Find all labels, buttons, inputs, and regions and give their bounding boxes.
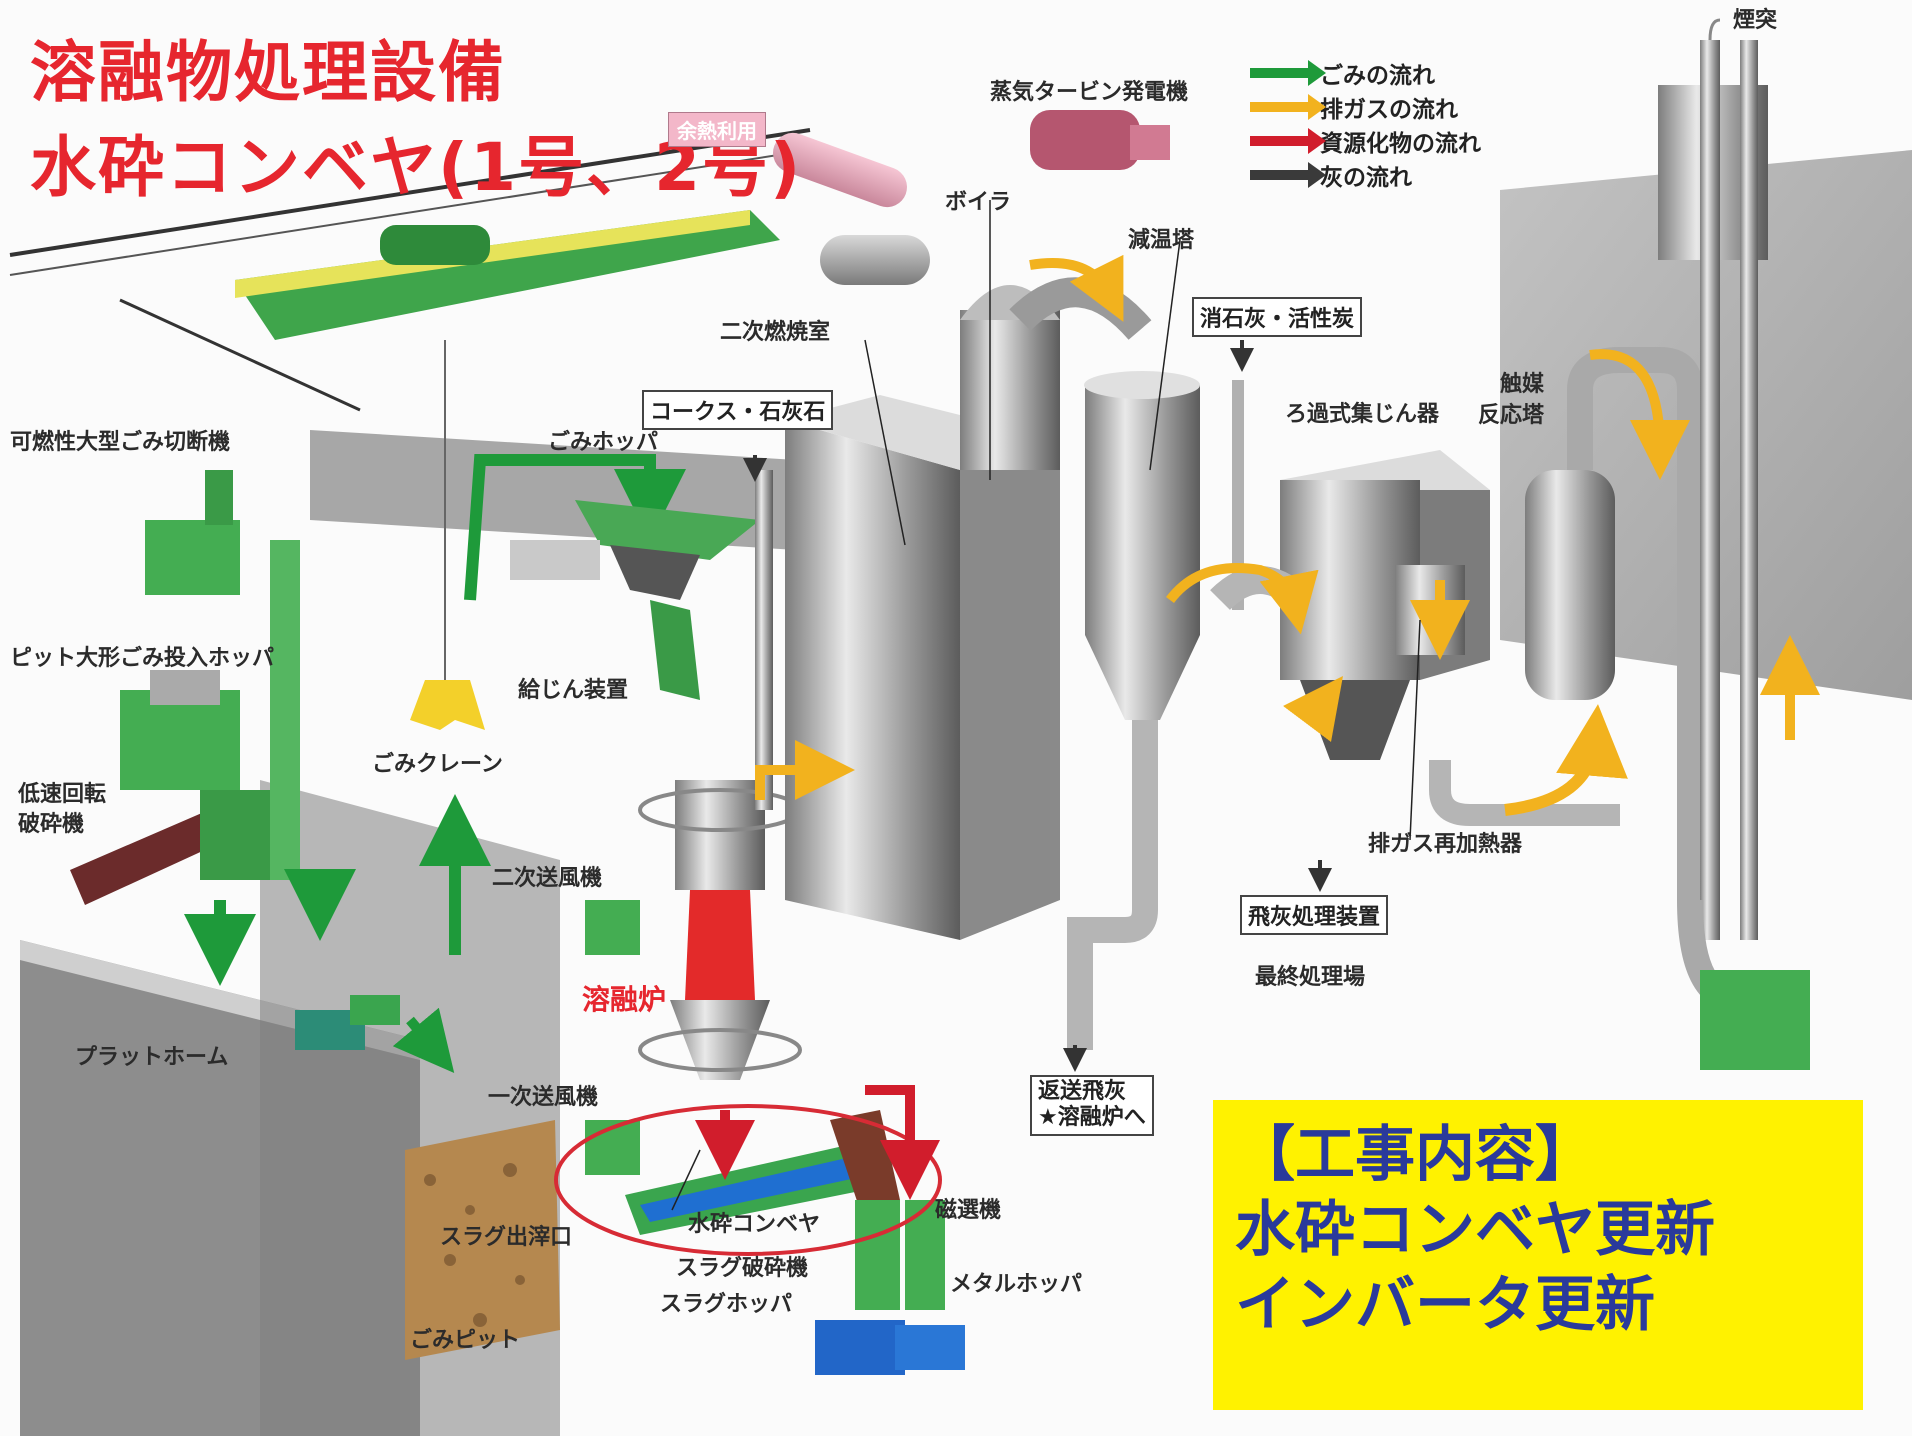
notice-line-2: インバータ更新 <box>1235 1270 1655 1340</box>
highlight-ellipse <box>554 1104 942 1256</box>
slag-truck <box>815 1320 905 1375</box>
cooling-tower <box>1085 385 1200 635</box>
gray-arrow-icon <box>1250 162 1326 188</box>
notice-line-1: 水砕コンベヤ更新 <box>1235 1195 1715 1265</box>
return-fly-ash-label: 返送飛灰★溶融炉へ <box>1030 1075 1154 1136</box>
legend-item-resource: 資源化物の流れ <box>1250 124 1481 158</box>
notice-heading: 【工事内容】 <box>1235 1120 1595 1190</box>
legend: ごみの流れ 排ガスの流れ 資源化物の流れ 灰の流れ <box>1250 56 1481 192</box>
slaked-lime-label: 消石灰・活性炭 <box>1192 297 1363 337</box>
metal-hopper-label: メタルホッパ <box>950 1272 1083 1297</box>
reactor-label: 反応塔 <box>1478 403 1545 428</box>
melting-furnace-label: 溶融炉 <box>582 983 667 1016</box>
dust-feeder-label: 給じん装置 <box>518 678 629 703</box>
magnetic-separator-label: 磁選機 <box>935 1198 1002 1223</box>
boiler-label: ボイラ <box>945 190 1012 215</box>
chimney-label: 煙突 <box>1733 8 1778 33</box>
fly-ash-treatment-label: 飛灰処理装置 <box>1240 895 1389 935</box>
secondary-combustion-label: 二次燃焼室 <box>720 320 831 345</box>
furnace-core <box>685 890 755 1000</box>
catalytic-reactor <box>1525 470 1615 700</box>
secondary-fan-label: 二次送風機 <box>492 866 603 891</box>
cooling-tower-label: 減温塔 <box>1128 228 1195 253</box>
slag-outlet-label: スラグ出滓口 <box>440 1225 573 1250</box>
secondary-combustion-chamber <box>785 420 960 940</box>
bag-filter-label: ろ過式集じん器 <box>1285 402 1440 427</box>
exhaust-reheater-label: 排ガス再加熱器 <box>1368 832 1523 857</box>
waste-hopper-label: ごみホッパ <box>548 430 659 455</box>
waste-heat-label: 余熱利用 <box>668 112 766 147</box>
cutter-label: 可燃性大型ごみ切断機 <box>10 430 231 455</box>
slag-hopper-label: スラグホッパ <box>660 1292 793 1317</box>
waste-pile <box>405 1120 560 1360</box>
page-title: 溶融物処理設備 <box>30 34 506 111</box>
yellow-arrow-icon <box>1250 94 1326 120</box>
slow-crusher-label-2: 破砕機 <box>18 812 85 837</box>
waste-pit-label: ごみピット <box>410 1328 521 1353</box>
legend-item-gas: 排ガスの流れ <box>1250 90 1481 124</box>
steam-turbine <box>1030 110 1140 170</box>
red-arrow-icon <box>1250 128 1326 154</box>
legend-item-ash: 灰の流れ <box>1250 158 1481 192</box>
green-arrow-icon <box>1250 60 1326 86</box>
work-content-panel: 【工事内容】 水砕コンベヤ更新 インバータ更新 <box>1213 1100 1863 1410</box>
platform-label: プラットホーム <box>75 1045 229 1070</box>
induced-fan <box>1700 970 1810 1070</box>
steam-turbine-label: 蒸気タービン発電機 <box>990 80 1189 105</box>
slag-crusher-label: スラグ破砕機 <box>676 1256 809 1281</box>
primary-fan-label: 一次送風機 <box>488 1085 599 1110</box>
final-disposal-label: 最終処理場 <box>1255 965 1366 990</box>
cutter-machine <box>145 520 240 595</box>
catalyst-label: 触媒 <box>1500 372 1545 397</box>
coke-limestone-label: コークス・石灰石 <box>642 390 834 430</box>
legend-item-waste: ごみの流れ <box>1250 56 1481 90</box>
crane-girder <box>235 210 780 340</box>
pit-hopper-label: ピット大形ごみ投入ホッパ <box>10 646 275 671</box>
crane-label: ごみクレーン <box>372 752 503 777</box>
water-conveyor-label: 水砕コンベヤ <box>688 1212 821 1237</box>
crane-grab <box>410 680 485 730</box>
slow-crusher-label-1: 低速回転 <box>18 782 107 807</box>
